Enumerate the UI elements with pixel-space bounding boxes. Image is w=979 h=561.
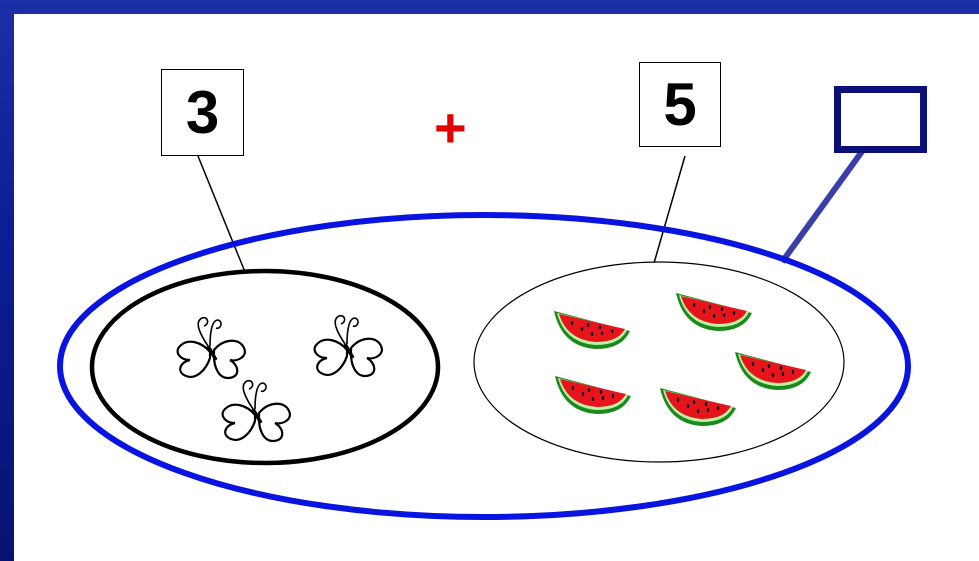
right-label-connector: [651, 155, 686, 271]
total-set-ellipse: [57, 212, 911, 520]
answer-box[interactable]: [834, 86, 927, 153]
right-group-ellipse: [473, 261, 845, 463]
plus-operator: +: [434, 96, 467, 159]
left-addend-box: 3: [161, 69, 244, 156]
left-label-connector: [197, 155, 246, 273]
right-addend-box: 5: [639, 62, 721, 147]
left-group-ellipse: [89, 268, 441, 466]
answer-connector: [779, 144, 869, 264]
